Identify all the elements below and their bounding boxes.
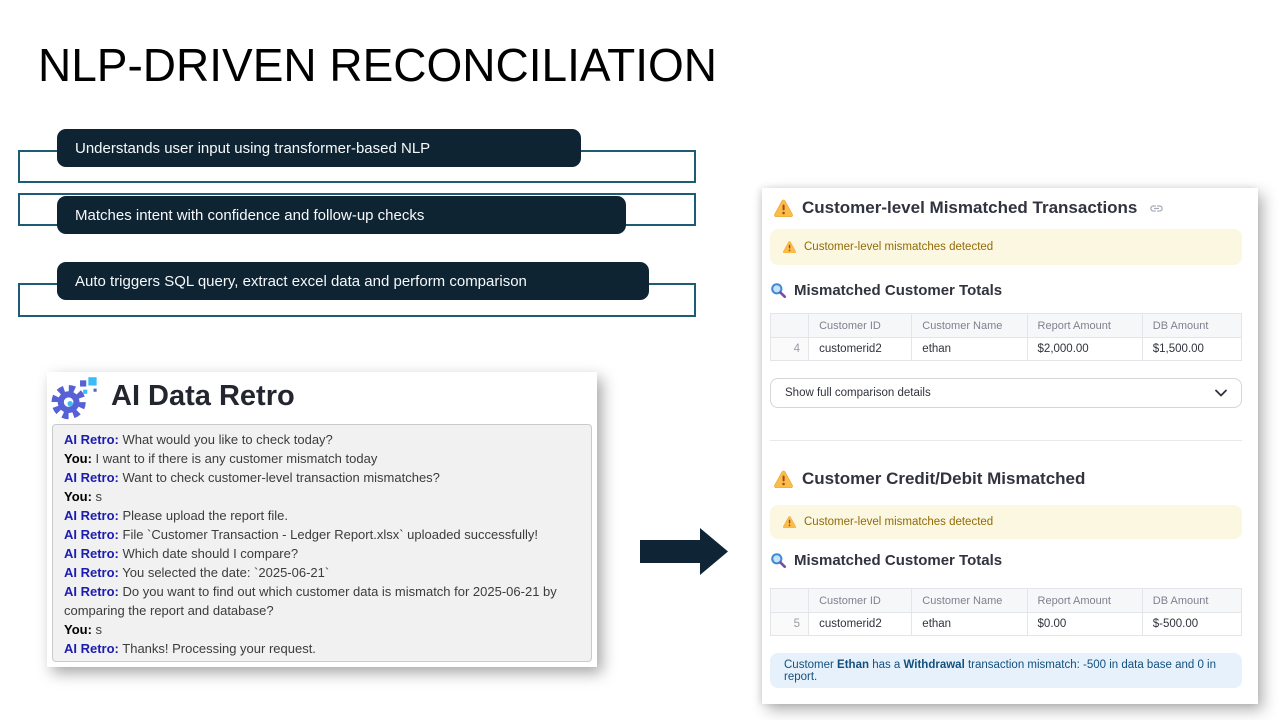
chat-message-list: AI Retro: What would you like to check t… bbox=[52, 424, 592, 662]
feature-label-2: Matches intent with confidence and follo… bbox=[75, 206, 425, 224]
section1-title: Customer-level Mismatched Transactions bbox=[802, 198, 1138, 217]
chat-message: AI Retro: Want to check customer-level t… bbox=[64, 470, 440, 485]
cell-customer-name: ethan bbox=[911, 612, 1028, 636]
expander-label: Show full comparison details bbox=[785, 387, 931, 399]
col-customer-id: Customer ID bbox=[808, 313, 913, 338]
chat-header: AI Data Retro bbox=[47, 372, 597, 424]
chat-message: You: s bbox=[64, 622, 103, 637]
col-index bbox=[769, 588, 810, 613]
subheading-text: Mismatched Customer Totals bbox=[794, 552, 1003, 569]
section2-heading: Customer Credit/Debit Mismatched bbox=[774, 469, 1085, 489]
cell-db-amount: $1,500.00 bbox=[1141, 337, 1243, 361]
section1-heading: Customer-level Mismatched Transactions bbox=[774, 198, 1164, 218]
warning-icon bbox=[774, 199, 793, 217]
chat-message: AI Retro: File `Customer Transaction - L… bbox=[64, 527, 538, 542]
mismatch-table-1: Customer ID Customer Name Report Amount … bbox=[769, 313, 1243, 361]
feature-label-1: Understands user input using transformer… bbox=[75, 139, 431, 157]
warning-icon bbox=[774, 470, 793, 488]
cell-db-amount: $-500.00 bbox=[1141, 612, 1243, 636]
row-index: 4 bbox=[769, 337, 810, 361]
warning-banner: Customer-level mismatches detected bbox=[770, 229, 1242, 265]
feature-box-1: Understands user input using transformer… bbox=[57, 129, 581, 167]
chat-message: AI Retro: You selected the date: `2025-0… bbox=[64, 565, 330, 580]
cell-customer-name: ethan bbox=[911, 337, 1028, 361]
col-index bbox=[769, 313, 810, 338]
chat-message: You: s bbox=[64, 489, 103, 504]
col-customer-name: Customer Name bbox=[911, 313, 1028, 338]
col-customer-name: Customer Name bbox=[911, 588, 1028, 613]
col-customer-id: Customer ID bbox=[808, 588, 913, 613]
page-title: NLP-DRIVEN RECONCILIATION bbox=[38, 39, 718, 91]
right-arrow-icon bbox=[640, 528, 728, 575]
table-header-row: Customer ID Customer Name Report Amount … bbox=[769, 588, 1243, 613]
anchor-link-icon[interactable] bbox=[1149, 201, 1164, 216]
warning-text: Customer-level mismatches detected bbox=[804, 241, 994, 253]
warning-banner: Customer-level mismatches detected bbox=[770, 505, 1242, 539]
col-db-amount: DB Amount bbox=[1141, 313, 1243, 338]
subheading-text: Mismatched Customer Totals bbox=[794, 282, 1003, 299]
warning-text: Customer-level mismatches detected bbox=[804, 516, 994, 528]
chat-message: AI Retro: Thanks! Processing your reques… bbox=[64, 641, 316, 656]
cell-report-amount: $2,000.00 bbox=[1026, 337, 1143, 361]
gear-logo-icon bbox=[51, 377, 97, 420]
table-row: 5 customerid2 ethan $0.00 $-500.00 bbox=[769, 612, 1243, 636]
comparison-details-expander[interactable]: Show full comparison details bbox=[770, 378, 1242, 408]
section2-subheading: Mismatched Customer Totals bbox=[770, 552, 1002, 569]
cell-customer-id: customerid2 bbox=[808, 337, 913, 361]
search-icon bbox=[771, 553, 787, 569]
feature-label-3: Auto triggers SQL query, extract excel d… bbox=[75, 272, 527, 290]
row-index: 5 bbox=[769, 612, 810, 636]
chat-message: AI Retro: What would you like to check t… bbox=[64, 432, 333, 447]
chat-message: You: I want to if there is any customer … bbox=[64, 451, 378, 466]
feature-box-3: Auto triggers SQL query, extract excel d… bbox=[57, 262, 649, 300]
chat-app-title: AI Data Retro bbox=[111, 380, 295, 412]
cell-report-amount: $0.00 bbox=[1026, 612, 1143, 636]
info-banner: Customer Ethan has a Withdrawal transact… bbox=[770, 653, 1242, 688]
cell-customer-id: customerid2 bbox=[808, 612, 913, 636]
search-icon bbox=[771, 283, 787, 299]
col-report-amount: Report Amount bbox=[1026, 313, 1143, 338]
col-report-amount: Report Amount bbox=[1026, 588, 1143, 613]
table-row: 4 customerid2 ethan $2,000.00 $1,500.00 bbox=[769, 337, 1243, 361]
col-db-amount: DB Amount bbox=[1141, 588, 1243, 613]
mismatch-table-2: Customer ID Customer Name Report Amount … bbox=[769, 588, 1243, 636]
chat-message: AI Retro: Which date should I compare? bbox=[64, 546, 299, 561]
table-header-row: Customer ID Customer Name Report Amount … bbox=[769, 313, 1243, 338]
warning-icon bbox=[783, 516, 796, 528]
info-text: Customer Ethan has a Withdrawal transact… bbox=[784, 658, 1216, 683]
feature-box-2: Matches intent with confidence and follo… bbox=[57, 196, 626, 234]
section1-subheading: Mismatched Customer Totals bbox=[770, 282, 1002, 299]
chat-message: AI Retro: Please upload the report file. bbox=[64, 508, 288, 523]
results-panel: Customer-level Mismatched Transactions C… bbox=[762, 188, 1258, 704]
section-divider bbox=[770, 440, 1242, 441]
chevron-down-icon bbox=[1215, 389, 1227, 397]
chat-message: AI Retro: Do you want to find out which … bbox=[64, 584, 557, 618]
customer-name-bold: Ethan bbox=[837, 658, 869, 671]
section2-title: Customer Credit/Debit Mismatched bbox=[802, 469, 1086, 488]
warning-icon bbox=[783, 241, 796, 253]
txn-type-bold: Withdrawal bbox=[903, 658, 965, 671]
chat-window: AI Data Retro AI Retro: What would you l… bbox=[47, 372, 597, 667]
